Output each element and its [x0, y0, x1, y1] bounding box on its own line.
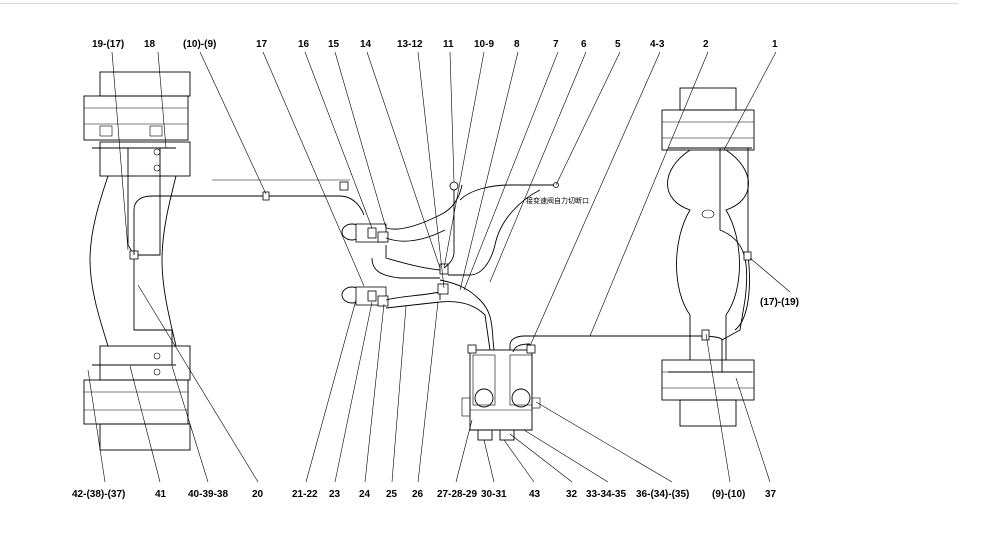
label-27-28-29: 27-28-29: [437, 489, 477, 500]
label-43: 43: [529, 489, 541, 500]
label-33-34-35: 33-34-35: [586, 489, 626, 500]
label-14: 14: [360, 39, 372, 50]
label-17-19: (17)-(19): [760, 297, 799, 308]
right-axle-assembly: [661, 87, 755, 427]
label-2: 2: [703, 39, 709, 50]
label-6: 6: [581, 39, 587, 50]
label-21-22: 21-22: [292, 489, 318, 500]
label-5: 5: [615, 39, 621, 50]
label-10-9: (10)-(9): [183, 39, 216, 50]
label-4-3: 4-3: [650, 39, 665, 50]
leader-lines: [87, 51, 791, 483]
label-15: 15: [328, 39, 340, 50]
center-piping: [133, 179, 723, 441]
top-border-line: [0, 3, 958, 4]
callout-labels: 19-(17) 18 (10)-(9) 17 16 15 14 13-12 11…: [72, 39, 799, 500]
label-26: 26: [412, 489, 424, 500]
label-30-31: 30-31: [481, 489, 507, 500]
label-37: 37: [765, 489, 777, 500]
label-18: 18: [144, 39, 156, 50]
label-40-39-38: 40-39-38: [188, 489, 228, 500]
label-20: 20: [252, 489, 264, 500]
label-11: 11: [443, 39, 454, 50]
label-19-17: 19-(17): [92, 39, 124, 50]
label-25: 25: [386, 489, 398, 500]
label-32: 32: [566, 489, 578, 500]
label-13-12: 13-12: [397, 39, 423, 50]
label-9-10: (9)-(10): [712, 489, 745, 500]
label-41: 41: [155, 489, 167, 500]
label-7: 7: [553, 39, 559, 50]
note-transmission-valve-port: 接变速阀自力切断口: [526, 196, 589, 205]
label-1: 1: [772, 39, 778, 50]
label-36-34-35: 36-(34)-(35): [636, 489, 689, 500]
label-10-9b: 10-9: [474, 39, 494, 50]
label-23: 23: [329, 489, 341, 500]
label-42-38-37: 42-(38)-(37): [72, 489, 125, 500]
label-8: 8: [514, 39, 520, 50]
label-16: 16: [298, 39, 310, 50]
label-24: 24: [359, 489, 371, 500]
label-17: 17: [256, 39, 268, 50]
